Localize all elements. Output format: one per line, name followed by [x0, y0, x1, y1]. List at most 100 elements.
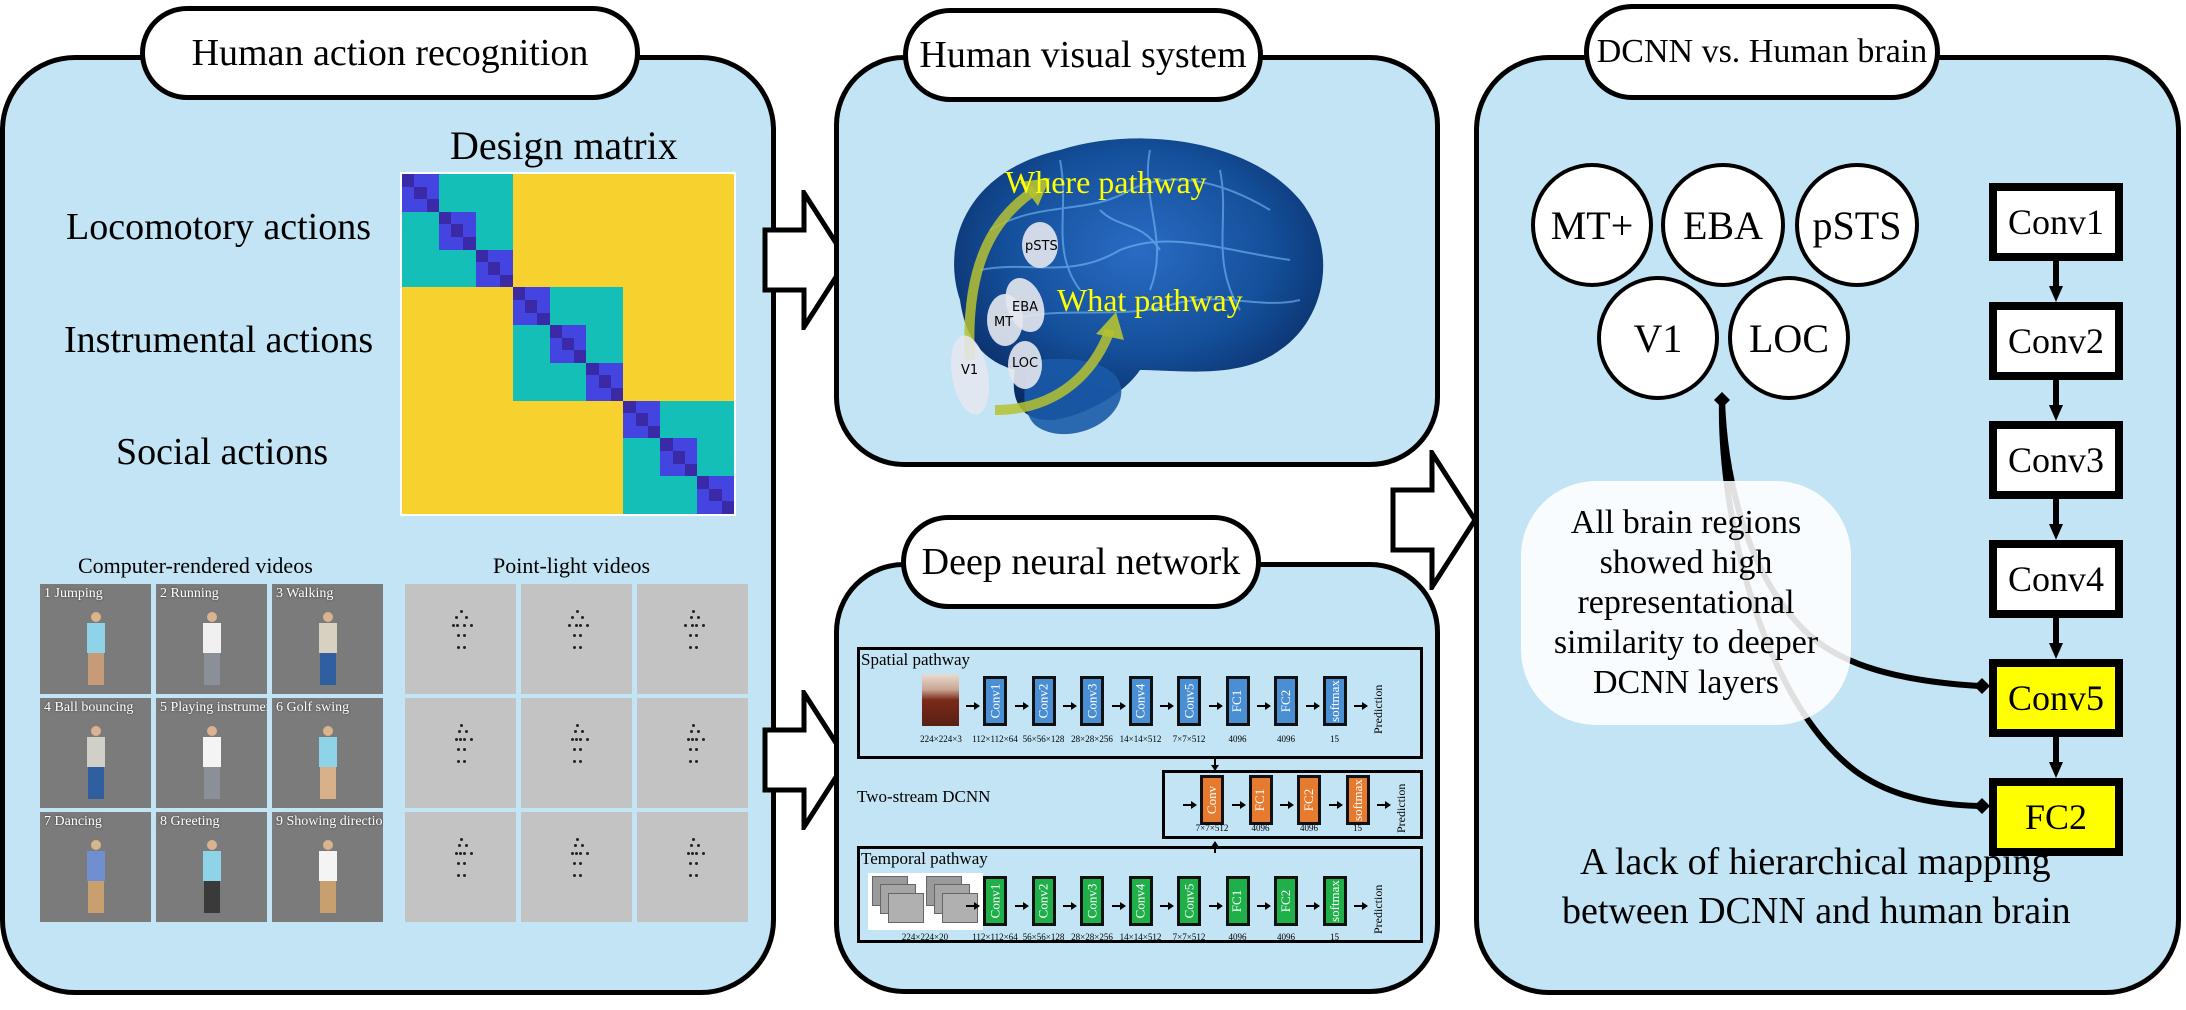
matrix-cell: [414, 438, 427, 452]
matrix-cell: [611, 400, 624, 414]
matrix-cell: [512, 211, 525, 225]
matrix-cell: [660, 224, 673, 237]
matrix-cell: [500, 262, 513, 275]
matrix-cell: [635, 236, 648, 250]
matrix-cell: [623, 388, 636, 401]
category-label-locomotory: Locomotory actions: [66, 206, 371, 248]
point-light-marker: [457, 646, 460, 649]
matrix-cell: [402, 236, 415, 250]
matrix-cell: [684, 476, 698, 489]
matrix-cell: [524, 463, 538, 477]
matrix-cell: [500, 413, 513, 426]
matrix-cell: [635, 299, 648, 313]
matrix-cell: [635, 211, 648, 225]
matrix-cell: [598, 287, 612, 300]
point-light-marker: [470, 738, 473, 741]
matrix-cell: [414, 236, 427, 250]
matrix-cell: [537, 325, 550, 338]
matrix-cell: [672, 337, 685, 351]
matrix-cell: [438, 287, 452, 300]
point-light-marker: [684, 624, 687, 627]
rendered-video-caption: 2 Running: [160, 586, 219, 601]
layer-arrow-icon: [2046, 737, 2066, 778]
matrix-cell: [524, 362, 538, 376]
matrix-cell: [488, 236, 501, 250]
matrix-cell: [537, 249, 550, 263]
matrix-cell: [414, 186, 427, 200]
matrix-cell: [684, 413, 698, 426]
matrix-cell: [475, 174, 489, 187]
matrix-cell: [672, 425, 685, 439]
matrix-cell: [684, 299, 698, 313]
matrix-cell: [623, 375, 636, 389]
flow-arrow-icon: [966, 697, 980, 710]
point-light-marker: [579, 624, 582, 627]
flow-arrow-icon: [1014, 697, 1029, 710]
matrix-cell: [660, 388, 673, 401]
matrix-cell: [611, 236, 624, 250]
matrix-cell: [684, 236, 698, 250]
dcnn-layer-conv1: Conv1: [1989, 183, 2123, 261]
matrix-cell: [709, 224, 722, 237]
matrix-cell: [500, 287, 513, 300]
matrix-cell: [647, 400, 661, 414]
matrix-cell: [402, 413, 415, 426]
matrix-cell: [721, 224, 734, 237]
matrix-cell: [475, 476, 489, 489]
matrix-cell: [623, 425, 636, 439]
matrix-cell: [586, 337, 599, 351]
flow-arrow-icon: [1183, 796, 1197, 809]
matrix-cell: [721, 463, 734, 477]
matrix-cell: [524, 299, 538, 313]
matrix-cell: [697, 400, 710, 414]
matrix-cell: [586, 274, 599, 288]
matrix-cell: [647, 186, 661, 200]
matrix-cell: [500, 463, 513, 477]
point-light-marker: [692, 724, 695, 727]
layer-dimension-label: 28×28×256: [1071, 734, 1113, 744]
matrix-cell: [660, 451, 673, 464]
matrix-cell: [524, 425, 538, 439]
matrix-cell: [451, 236, 464, 250]
matrix-cell: [414, 299, 427, 313]
arrow-to-comparison-icon: [1390, 450, 1478, 590]
matrix-cell: [598, 186, 612, 200]
matrix-cell: [660, 476, 673, 489]
matrix-cell: [635, 388, 648, 401]
matrix-cell: [488, 249, 501, 263]
matrix-cell: [537, 287, 550, 300]
matrix-cell: [623, 362, 636, 376]
matrix-cell: [438, 388, 452, 401]
matrix-cell: [586, 174, 599, 187]
finding-callout: All brain regions showed high representa…: [1521, 481, 1851, 725]
matrix-cell: [586, 375, 599, 389]
point-light-marker: [695, 760, 698, 763]
point-light-marker: [576, 610, 579, 613]
matrix-cell: [475, 501, 489, 514]
matrix-cell: [574, 174, 587, 187]
layer-name: FC2: [1278, 889, 1293, 913]
rendered-video-tile: 3 Walking: [272, 584, 383, 694]
matrix-cell: [475, 287, 489, 300]
matrix-cell: [574, 186, 587, 200]
matrix-cell: [721, 325, 734, 338]
layer-dimension-label: 4096: [1251, 823, 1270, 833]
brain-label-V1: V1: [961, 363, 979, 378]
matrix-cell: [488, 325, 501, 338]
matrix-cell: [697, 325, 710, 338]
matrix-cell: [414, 224, 427, 237]
matrix-cell: [475, 274, 489, 288]
matrix-cell: [512, 199, 525, 212]
matrix-cell: [574, 501, 587, 514]
matrix-cell: [402, 463, 415, 477]
matrix-cell: [586, 451, 599, 464]
matrix-cell: [451, 199, 464, 212]
matrix-cell: [500, 476, 513, 489]
matrix-cell: [537, 199, 550, 212]
matrix-cell: [586, 463, 599, 477]
spatial-input-image: [922, 674, 959, 726]
matrix-cell: [611, 362, 624, 376]
dcnn-layer-conv2: Conv2: [1989, 302, 2123, 380]
matrix-cell: [611, 337, 624, 351]
matrix-cell: [463, 224, 476, 237]
